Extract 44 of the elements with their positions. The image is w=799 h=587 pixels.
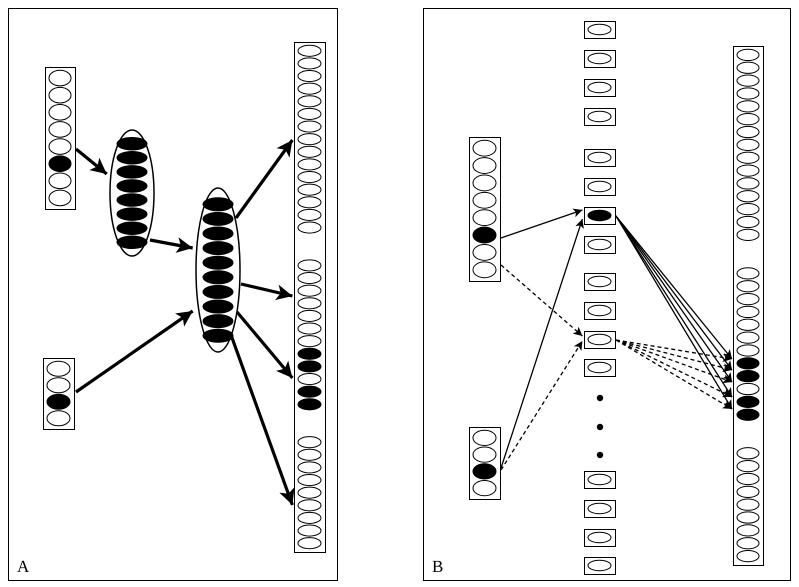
arrow xyxy=(230,334,294,506)
arrow xyxy=(236,310,294,380)
arrow xyxy=(75,310,194,394)
neuron-column xyxy=(43,358,75,430)
unit-box xyxy=(584,50,616,68)
unit-box xyxy=(584,178,616,196)
neuron-cluster xyxy=(195,187,241,353)
neuron-column xyxy=(733,46,764,566)
neuron-column xyxy=(45,67,76,210)
unit-box xyxy=(584,149,616,167)
unit-box xyxy=(584,302,616,320)
arrow xyxy=(616,339,732,398)
neuron-column xyxy=(469,137,501,282)
panel-frame xyxy=(8,8,338,581)
unit-box xyxy=(584,236,616,254)
unit-box xyxy=(584,273,616,291)
unit-box xyxy=(584,21,616,39)
unit-box xyxy=(584,529,616,547)
arrow xyxy=(616,339,732,410)
panel-frame xyxy=(423,8,791,581)
arrow xyxy=(240,282,293,300)
unit-box xyxy=(584,471,616,489)
arrow xyxy=(616,339,732,372)
arrow xyxy=(500,264,583,336)
arrow xyxy=(150,237,193,253)
unit-box xyxy=(584,207,616,225)
unit-box xyxy=(584,108,616,126)
neuron-column xyxy=(469,427,501,500)
arrow xyxy=(500,218,584,468)
unit-box xyxy=(584,79,616,97)
panel-letter: A xyxy=(17,558,30,576)
unit-box xyxy=(584,331,616,349)
arrow xyxy=(234,139,294,219)
unit-box xyxy=(584,500,616,518)
arrow xyxy=(500,208,583,239)
arrow xyxy=(616,339,732,384)
unit-box xyxy=(584,557,616,575)
panel-letter: B xyxy=(432,558,444,576)
neuron-cluster xyxy=(109,129,155,257)
neuron-column xyxy=(294,42,326,553)
arrow xyxy=(616,339,732,362)
arrow xyxy=(500,340,583,470)
unit-box xyxy=(584,359,616,377)
arrow xyxy=(74,148,108,176)
